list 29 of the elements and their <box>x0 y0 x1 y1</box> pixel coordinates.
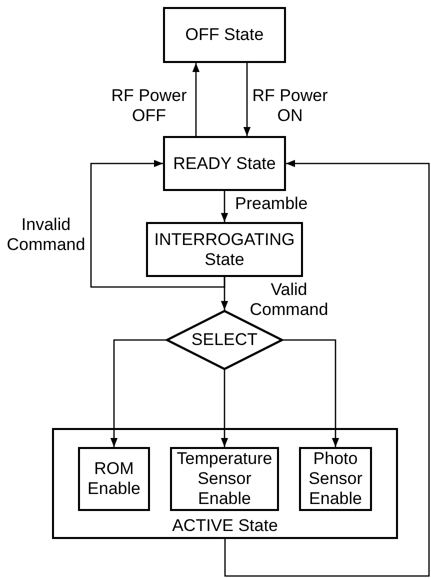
state-box <box>146 222 303 277</box>
arrow <box>110 339 166 447</box>
arrow <box>243 63 251 136</box>
state-group-box <box>52 428 398 539</box>
edge-label: RF Power ON <box>251 86 329 126</box>
state-label: ACTIVE State <box>171 516 279 536</box>
state-box <box>78 447 150 511</box>
arrow <box>192 63 200 136</box>
state-label: ROM Enable <box>86 459 142 499</box>
state-label: Temperature Sensor Enable <box>176 449 274 509</box>
state-label: OFF State <box>184 25 265 45</box>
arrow <box>224 160 430 577</box>
state-label: INTERROGATING State <box>153 230 296 270</box>
arrow <box>220 277 228 310</box>
state-box <box>163 7 286 63</box>
edge-label: Invalid Command <box>6 215 86 255</box>
edge-label: Valid Command <box>248 280 330 320</box>
state-label: Photo Sensor Enable <box>308 449 364 509</box>
state-box <box>170 447 279 511</box>
arrow <box>90 160 226 288</box>
edge-label: Preamble <box>235 194 309 214</box>
state-box <box>163 136 286 191</box>
arrow <box>220 370 228 447</box>
arrow <box>283 339 340 447</box>
state-label: READY State <box>172 154 277 174</box>
decision-label: SELECT <box>190 330 259 350</box>
arrow <box>220 191 228 222</box>
edge-label: RF Power OFF <box>110 86 188 126</box>
state-box <box>299 447 372 511</box>
